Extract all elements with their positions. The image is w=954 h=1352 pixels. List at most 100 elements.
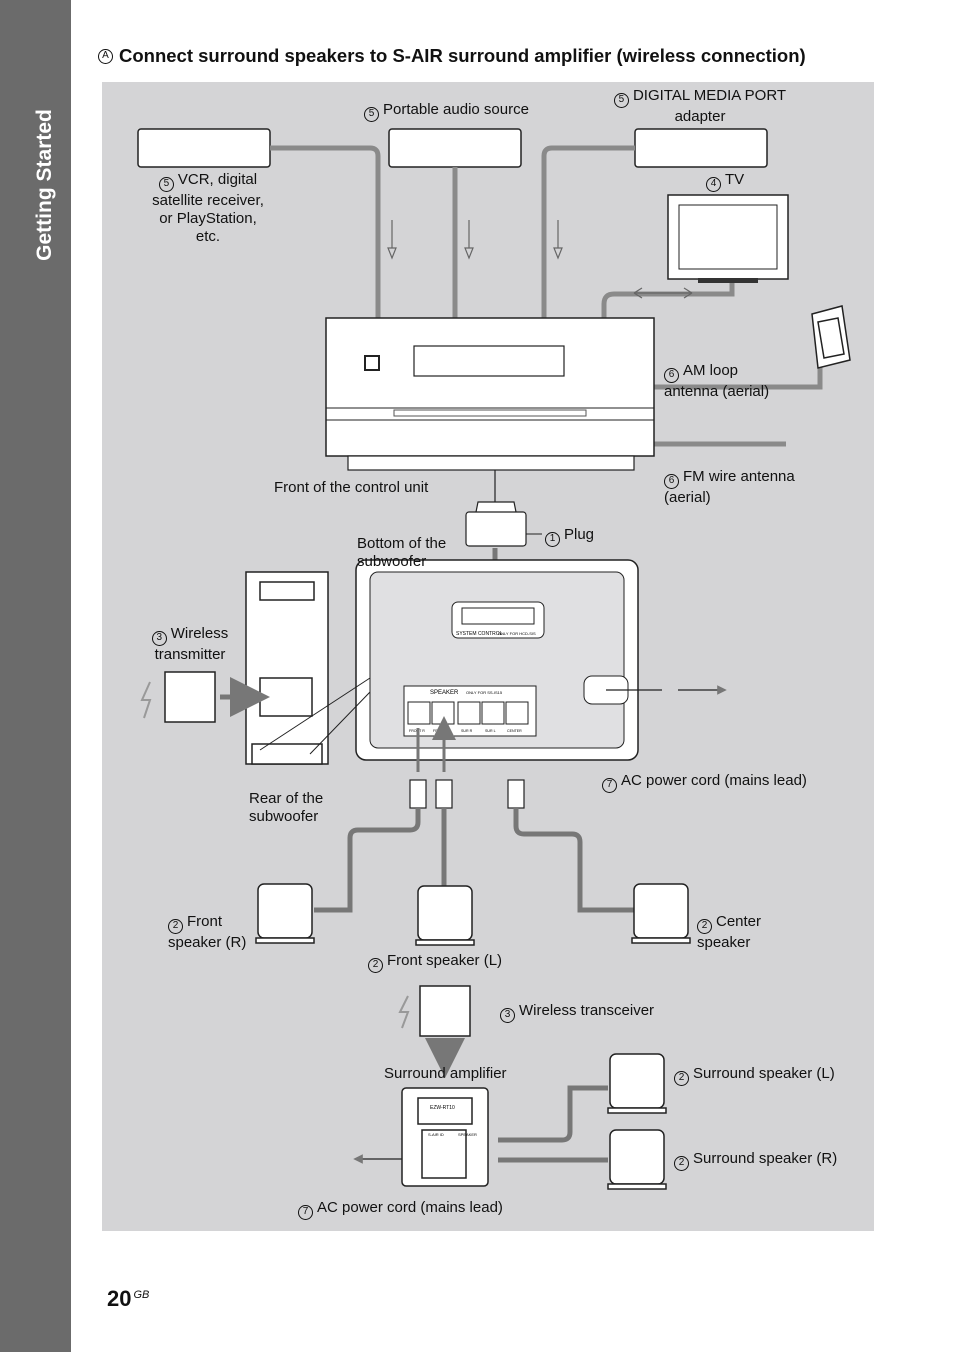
front-l-speaker: [415, 885, 475, 946]
center-cable: [513, 808, 634, 913]
label-text: Wireless transmitter: [154, 625, 229, 663]
system-plug: [465, 501, 527, 547]
amp-top-label: EZW-RT10: [430, 1105, 455, 1111]
label-marker: 6: [664, 473, 679, 489]
amp-right-label: SPEAKER: [458, 1132, 477, 1137]
label-text: AC power cord (mains lead): [317, 1199, 503, 1216]
label-marker: 5: [158, 176, 174, 192]
label-marker: 2: [168, 918, 183, 934]
side-tab-label: Getting Started: [33, 109, 56, 261]
tv-device: [667, 194, 789, 283]
label-marker: 2: [368, 957, 383, 973]
label-text: Surround amplifier: [384, 1065, 507, 1082]
label-marker: 4: [706, 176, 721, 192]
jack-label: CENTER: [507, 729, 522, 733]
label-marker: 1: [545, 531, 560, 547]
label-text: Wireless transceiver: [519, 1002, 655, 1019]
portable-device: [388, 128, 522, 168]
label-text: Plug: [564, 526, 595, 543]
jack-label: SUR R: [461, 729, 473, 733]
speaker-note: ONLY FOR SS-IS15: [466, 690, 503, 695]
surround-amplifier: [401, 1087, 489, 1187]
label-text: AC power cord (mains lead): [621, 772, 807, 789]
page-number-value: 20: [107, 1286, 132, 1311]
label-marker: 3: [151, 630, 167, 646]
vcr-cable: [270, 145, 381, 318]
label-text: DIGITAL MEDIA PORT adapter: [632, 87, 787, 125]
label-text: Front speaker (R): [168, 913, 247, 951]
vcr-device: [137, 128, 271, 168]
jack-label: SUR L: [485, 729, 496, 733]
center-speaker: [631, 883, 691, 944]
label-rear-sub: Rear of the subwoofer: [249, 772, 323, 826]
label-marker: 7: [602, 777, 617, 793]
heading-text: Connect surround speakers to S-AIR surro…: [119, 45, 806, 66]
label-marker: 5: [364, 106, 379, 122]
tv-arrow: [633, 287, 693, 299]
signal-arrow: [387, 220, 397, 260]
label-bottom-sub: Bottom of the subwoofer: [357, 517, 446, 571]
label-marker: 6: [664, 367, 679, 383]
subwoofer-rear: [245, 571, 329, 765]
label-marker: 7: [298, 1204, 313, 1220]
label-text: Center speaker: [697, 913, 762, 951]
subwoofer-bottom-panel: SYSTEM CONTROL ONLY FOR HCD-SIS SPEAKER …: [355, 559, 727, 761]
label-text: Front of the control unit: [274, 479, 429, 496]
system-control-label: SYSTEM CONTROL: [456, 631, 503, 637]
diagram-drawing: SYSTEM CONTROL ONLY FOR HCD-SIS SPEAKER …: [137, 128, 851, 1190]
label-text: Front speaker (L): [387, 952, 503, 969]
label-text: VCR, digital satellite receiver, or Play…: [152, 171, 264, 245]
label-surround-amp: Surround amplifier: [384, 1065, 507, 1083]
surround-r-speaker: [607, 1129, 667, 1190]
signal-arrow: [553, 220, 563, 260]
label-text: Rear of the subwoofer: [249, 790, 324, 825]
side-tab: Getting Started: [0, 0, 71, 1352]
dmport-device: [634, 128, 768, 168]
wireless-transceiver: [419, 985, 471, 1037]
am-cable: [654, 367, 823, 390]
am-antenna: [811, 305, 851, 369]
surround-l-cable: [498, 1085, 608, 1143]
label-text: Surround speaker (R): [693, 1150, 838, 1167]
system-control-note: ONLY FOR HCD-SIS: [498, 631, 536, 636]
signal-arrow: [464, 220, 474, 260]
heading-marker: A: [98, 48, 113, 64]
page-number-suffix: GB: [133, 1288, 150, 1301]
label-text: AM loop antenna (aerial): [664, 362, 770, 400]
connection-diagram: SYSTEM CONTROL ONLY FOR HCD-SIS SPEAKER …: [102, 82, 874, 1231]
label-marker: 2: [674, 1070, 689, 1086]
section-heading: A Connect surround speakers to S-AIR sur…: [98, 45, 806, 67]
amp-left-label: S-AIR ID: [428, 1132, 444, 1137]
dmport-cable: [541, 145, 635, 318]
label-marker: 5: [613, 92, 629, 108]
front-r-cable: [314, 808, 421, 913]
wireless-transmitter: [164, 671, 216, 723]
label-marker: 2: [674, 1155, 689, 1171]
speaker-label: SPEAKER: [430, 690, 459, 696]
label-text: Portable audio source: [383, 101, 529, 118]
label-text: FM wire antenna (aerial): [664, 468, 795, 506]
surround-l-speaker: [607, 1053, 667, 1114]
label-marker: 3: [500, 1007, 515, 1023]
tv-cable: [601, 282, 735, 318]
label-text: Bottom of the subwoofer: [357, 535, 447, 570]
jack-label: FRONT L: [433, 729, 448, 733]
label-marker: 2: [697, 918, 712, 934]
control-unit: [325, 317, 655, 471]
